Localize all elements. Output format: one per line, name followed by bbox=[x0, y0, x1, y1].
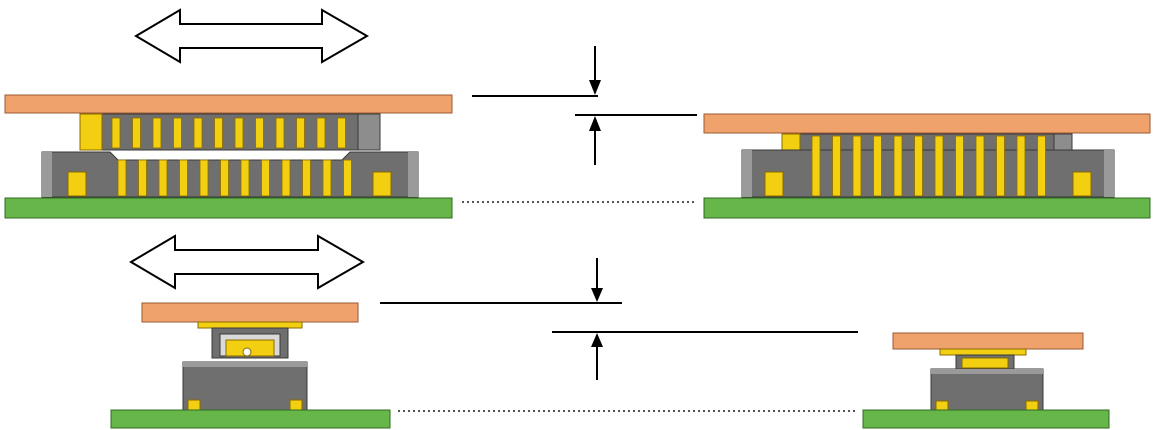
contact-pin bbox=[955, 135, 964, 197]
top-pcb-board bbox=[703, 113, 1151, 134]
contact-pin bbox=[220, 159, 229, 197]
hold-down-tab bbox=[1072, 171, 1092, 197]
solder-tail bbox=[187, 399, 201, 411]
bottom-pcb-board bbox=[703, 197, 1151, 219]
contact-pin bbox=[852, 135, 862, 197]
solder-tail bbox=[289, 399, 303, 411]
bottom-pcb-board bbox=[862, 409, 1110, 429]
plug-housing bbox=[79, 113, 381, 151]
contact-pin bbox=[199, 159, 209, 197]
contact-pin bbox=[152, 117, 162, 149]
contact-pin bbox=[138, 159, 147, 197]
top-mated-assembly bbox=[703, 113, 1151, 219]
contact-pin bbox=[811, 135, 821, 197]
mated-contact-row bbox=[811, 135, 1046, 197]
receptacle-housing bbox=[41, 151, 419, 198]
dimension-arrow-icon bbox=[591, 333, 603, 380]
contact-pin bbox=[275, 117, 285, 149]
dimension-arrow-icon bbox=[589, 116, 601, 165]
receptacle-contact-row bbox=[117, 159, 352, 197]
contact-pin bbox=[193, 117, 203, 149]
contact-pin bbox=[975, 135, 985, 197]
contact-pin bbox=[296, 117, 305, 149]
contact-pin bbox=[261, 159, 270, 197]
receptacle-housing bbox=[182, 361, 308, 411]
hold-down-tab bbox=[67, 171, 87, 197]
contact-pin bbox=[302, 159, 311, 197]
contact-pin bbox=[914, 135, 923, 197]
hold-down-tab bbox=[372, 171, 392, 197]
contact-pin bbox=[337, 117, 346, 149]
contact-pin bbox=[873, 135, 882, 197]
contact-pin bbox=[240, 159, 250, 197]
dimension-arrow-icon bbox=[591, 258, 603, 302]
contact-pin bbox=[214, 117, 223, 149]
contact-pin bbox=[173, 117, 182, 149]
hold-down-tab bbox=[764, 171, 784, 197]
contact-pin bbox=[281, 159, 291, 197]
top-pcb-board bbox=[4, 94, 453, 114]
contact-pin bbox=[934, 135, 944, 197]
contact-pin bbox=[322, 159, 332, 197]
top-pcb-board bbox=[141, 302, 359, 323]
contact-pin bbox=[996, 135, 1005, 197]
receptacle-housing bbox=[741, 149, 1115, 198]
plug-contact-row bbox=[111, 117, 346, 149]
contact-pin bbox=[1037, 135, 1046, 197]
contact-pin bbox=[234, 117, 244, 149]
contact-pin bbox=[343, 159, 352, 197]
dimension-arrow-icon bbox=[589, 46, 601, 95]
solder-tail bbox=[935, 400, 949, 411]
contact-pin bbox=[179, 159, 188, 197]
bottom-pcb-board bbox=[4, 197, 453, 219]
bottom-mated-assembly bbox=[862, 332, 1110, 429]
bottom-pcb-board bbox=[110, 409, 391, 429]
contact-pin bbox=[255, 117, 264, 149]
contact-pin bbox=[111, 117, 121, 149]
top-unmated-assembly bbox=[4, 94, 453, 219]
contact-pin bbox=[158, 159, 168, 197]
contact-pin bbox=[893, 135, 903, 197]
contact-pin bbox=[132, 117, 141, 149]
bottom-unmated-assembly bbox=[110, 302, 391, 429]
solder-tail bbox=[1025, 400, 1039, 411]
double-headed-horizontal-arrow-icon bbox=[134, 8, 369, 64]
contact-pin bbox=[117, 159, 127, 197]
contact-pin bbox=[832, 135, 841, 197]
contact-pin bbox=[316, 117, 326, 149]
contact-pin bbox=[1016, 135, 1026, 197]
top-pcb-board bbox=[892, 332, 1084, 350]
double-headed-horizontal-arrow-icon bbox=[129, 234, 365, 290]
